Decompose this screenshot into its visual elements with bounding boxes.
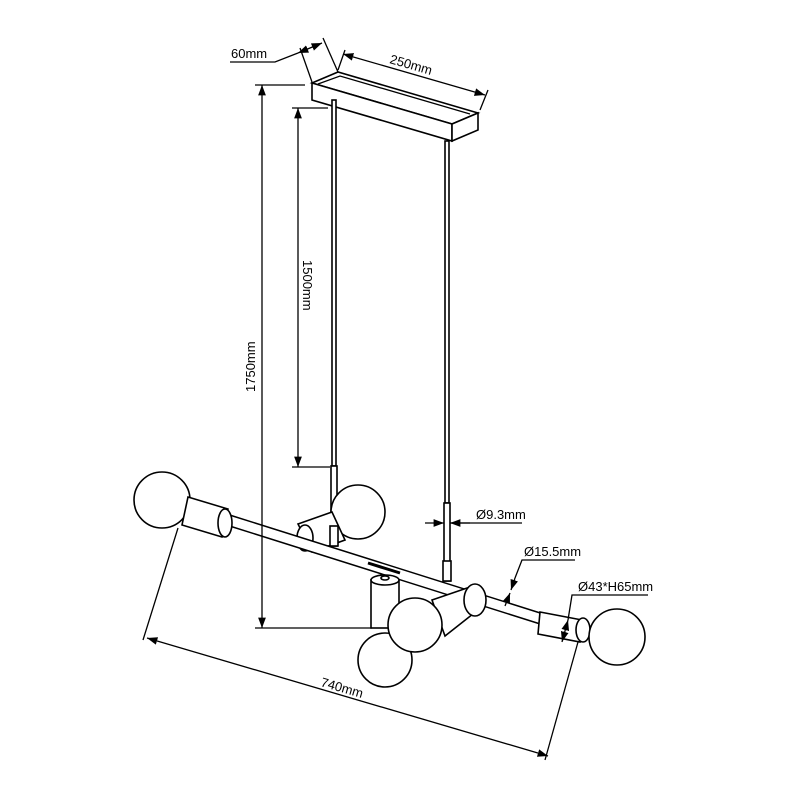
cable-fitting-right — [442, 560, 452, 582]
dimension-total-width: 740mm — [142, 527, 579, 761]
label-canopy-depth: 60mm — [231, 46, 267, 61]
label-cable-diameter: Ø9.3mm — [476, 507, 526, 522]
canopy — [309, 71, 481, 143]
dimension-cable-length: 1500mm — [292, 107, 330, 468]
label-bar-diameter: Ø15.5mm — [524, 544, 581, 559]
dimension-canopy-depth: 60mm — [230, 37, 339, 83]
main-bar — [222, 514, 551, 626]
dimension-total-height: 1750mm — [243, 84, 372, 629]
dimension-socket-size: Ø43*H65mm — [560, 579, 653, 643]
globe-right — [537, 608, 646, 666]
label-total-width: 740mm — [319, 674, 365, 700]
globe-front — [387, 583, 487, 653]
globe-left — [133, 471, 233, 539]
dimension-bar-diameter: Ø15.5mm — [502, 544, 581, 607]
label-total-height: 1750mm — [243, 341, 258, 392]
label-cable-length: 1500mm — [300, 260, 315, 311]
dimension-cable-diameter: Ø9.3mm — [425, 507, 526, 527]
label-socket-size: Ø43*H65mm — [578, 579, 653, 594]
cable-fitting-left — [329, 525, 339, 547]
